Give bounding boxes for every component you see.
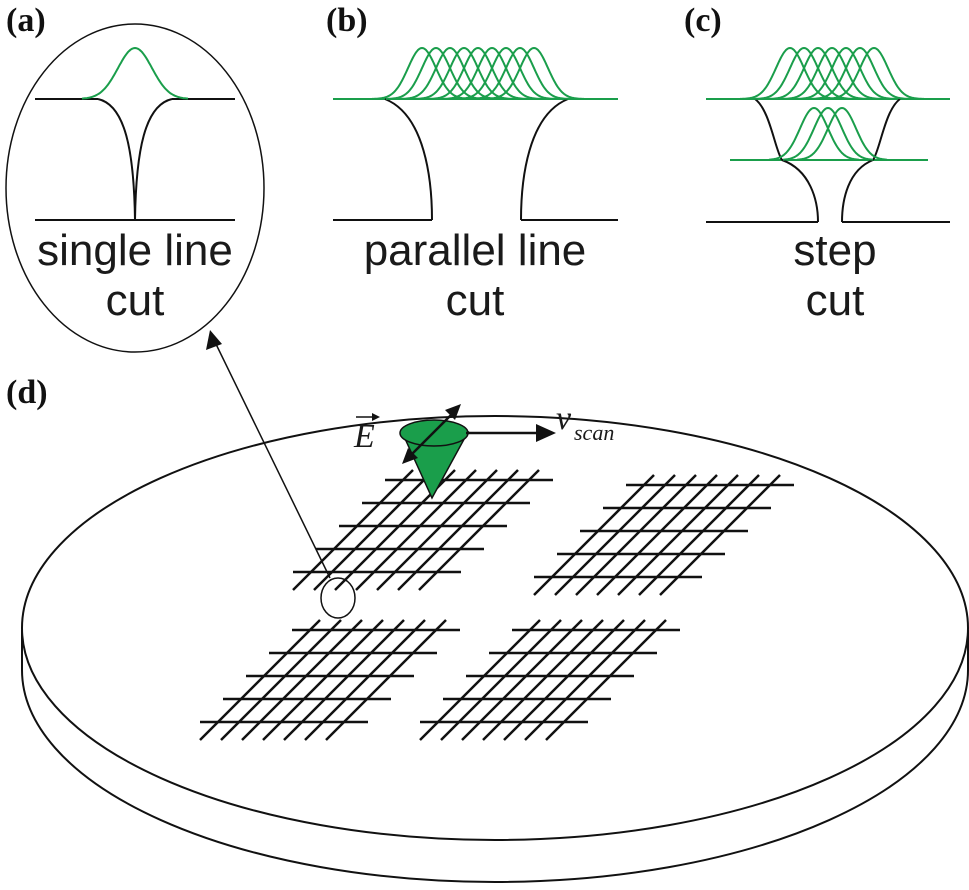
grid-line-slanted [659,474,781,596]
beam-profile [400,46,500,100]
beam-profiles-group [372,46,584,100]
grid-patterns [199,469,794,741]
step-wall-lower-left [781,159,819,223]
grid-line-slanted [533,474,655,596]
caption-b-line1: parallel line [363,226,587,275]
velocity-subscript: scan [574,420,615,445]
beam-profile [740,46,840,100]
caption-a-line1: single line [37,226,233,275]
scan-arrowhead [536,424,556,442]
beam-profile [796,106,888,161]
grid-line-slanted [199,619,321,741]
grid-line-slanted [241,619,363,741]
step-wall-upper-right [872,98,901,161]
grid-line-slanted [418,469,540,591]
grid-line-slanted [461,619,583,741]
beam-profile [428,46,528,100]
grid-line-slanted [482,619,604,741]
panel-b [333,46,618,221]
beam-profile [386,46,486,100]
field-vector-label: E [354,418,375,455]
zoom-pointer-arrowhead [206,330,222,350]
beam-profile [442,46,542,100]
caption-a: single line cut [15,226,255,326]
zoom-pointer-line [213,339,331,579]
panel-c [706,46,950,223]
zoom-ellipse [5,23,265,353]
panel-label-a: (a) [6,2,46,39]
beam-profile [824,46,924,100]
caption-c: step cut [720,226,950,326]
grid-line-slanted [325,619,447,741]
beam-profile [782,106,874,161]
beam-profiles-upper [740,46,924,100]
trench-wall-left [384,98,433,221]
beam-profile [470,46,570,100]
step-wall-lower-right [841,159,874,223]
panel-d [21,330,969,883]
trench-wall-right [520,98,569,221]
beam-profile [484,46,584,100]
beam-profile [796,46,896,100]
grid-line-slanted [313,469,435,591]
grid-pattern [199,619,460,741]
grid-line-slanted [575,474,697,596]
grid-line-slanted [220,619,342,741]
caption-c-line1: step [793,226,877,275]
grid-line-slanted [554,474,676,596]
grid-line-slanted [524,619,646,741]
grid-line-slanted [596,474,718,596]
beam-profile [414,46,514,100]
velocity-label: v [556,400,572,437]
beam-profile [81,46,189,100]
grid-line-slanted [292,469,414,591]
beam-profile [372,46,472,100]
grid-pattern [533,474,794,596]
grid-line-slanted [617,474,739,596]
beam-profile [768,106,860,161]
grid-line-slanted [376,469,498,591]
caption-c-line2: cut [805,276,865,325]
vector-arrowhead-over-e [372,413,380,421]
polarization-arrow-shaft [407,410,456,459]
panel-label-d: (d) [6,374,48,411]
polarization-arrowhead-top [445,404,461,420]
grid-pattern [292,469,553,591]
beam-profiles-lower [768,106,888,161]
grid-line-slanted [304,619,426,741]
caption-b: parallel line cut [340,226,610,326]
beam-profile [782,46,882,100]
panel-label-c: (c) [684,2,722,39]
grid-line-slanted [545,619,667,741]
panel-label-b: (b) [326,2,368,39]
beam-profile [768,46,868,100]
grid-line-slanted [440,619,562,741]
beam-profile [810,46,910,100]
grid-line-slanted [262,619,384,741]
detail-marker [320,577,356,619]
polarization-arrowhead-bottom [402,448,418,464]
beam-profile [456,46,556,100]
grid-line-slanted [638,474,760,596]
grid-line-slanted [283,619,405,741]
grid-line-slanted [503,619,625,741]
grid-pattern [419,619,680,741]
groove-profile-left [97,98,136,221]
caption-b-line2: cut [445,276,505,325]
step-wall-upper-left [754,98,783,161]
caption-a-line2: cut [105,276,165,325]
beam-profile [754,46,854,100]
panel-a [5,23,265,353]
groove-profile-right [134,98,173,221]
grid-line-slanted [397,469,519,591]
grid-line-slanted [419,619,541,741]
beam-profile-group [81,46,189,100]
grid-line-slanted [355,469,477,591]
